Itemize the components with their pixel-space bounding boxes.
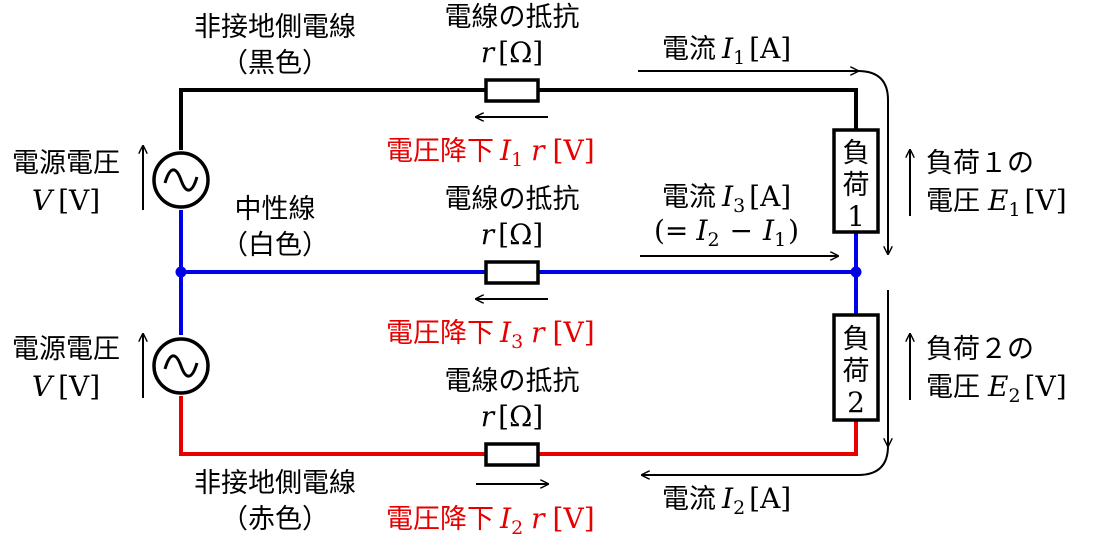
load-1-char-3: 1: [847, 200, 865, 233]
resistor-neutral-label: 電線の抵抗: [445, 184, 580, 215]
load-2-char-1: 負: [843, 324, 870, 355]
ac-source-bottom: [152, 337, 210, 395]
source-bottom-label: 電源電圧: [12, 334, 120, 365]
neutral-wire-color-label: （白色）: [221, 230, 329, 261]
resistor-bottom: [484, 442, 540, 467]
junction-right: [850, 266, 862, 278]
ac-source-top: [152, 151, 210, 209]
bottom-wire-label: 非接地側電線: [194, 468, 356, 499]
top-wire: [179, 88, 858, 150]
bottom-wire: [179, 396, 858, 456]
load-2-box: [832, 313, 880, 422]
junction-left: [175, 266, 187, 278]
current-i1-loop-arrow: [857, 70, 888, 254]
current-i2-arrow: [642, 445, 889, 475]
resistor-top-value: r[Ω]: [481, 36, 543, 69]
resistor-top: [484, 78, 540, 103]
resistor-top-label: 電線の抵抗: [445, 2, 580, 33]
resistor-bottom-label: 電線の抵抗: [445, 366, 580, 397]
load-1-char-2: 荷: [843, 170, 870, 201]
load-2-voltage-label: 負荷２の: [926, 334, 1034, 365]
top-wire-label: 非接地側電線: [194, 12, 356, 43]
resistor-bottom-value: r[Ω]: [481, 400, 543, 433]
current-i3-equation: (=I2−I1): [654, 214, 799, 251]
load-1-voltage-label: 負荷１の: [926, 148, 1034, 179]
source-top-label: 電源電圧: [12, 148, 120, 179]
source-top-value: V[V]: [32, 184, 100, 217]
load-1-box: [832, 128, 880, 234]
load-1-char-1: 負: [843, 138, 870, 169]
source-bottom-value: V[V]: [32, 370, 100, 403]
load-2-char-2: 荷: [843, 356, 870, 387]
top-wire-color-label: （黒色）: [221, 48, 329, 79]
resistor-neutral-value: r[Ω]: [481, 218, 543, 251]
resistor-neutral: [484, 260, 540, 285]
load-2-char-3: 2: [847, 386, 865, 419]
bottom-wire-color-label: （赤色）: [221, 504, 329, 535]
neutral-wire-label: 中性線: [235, 194, 316, 225]
